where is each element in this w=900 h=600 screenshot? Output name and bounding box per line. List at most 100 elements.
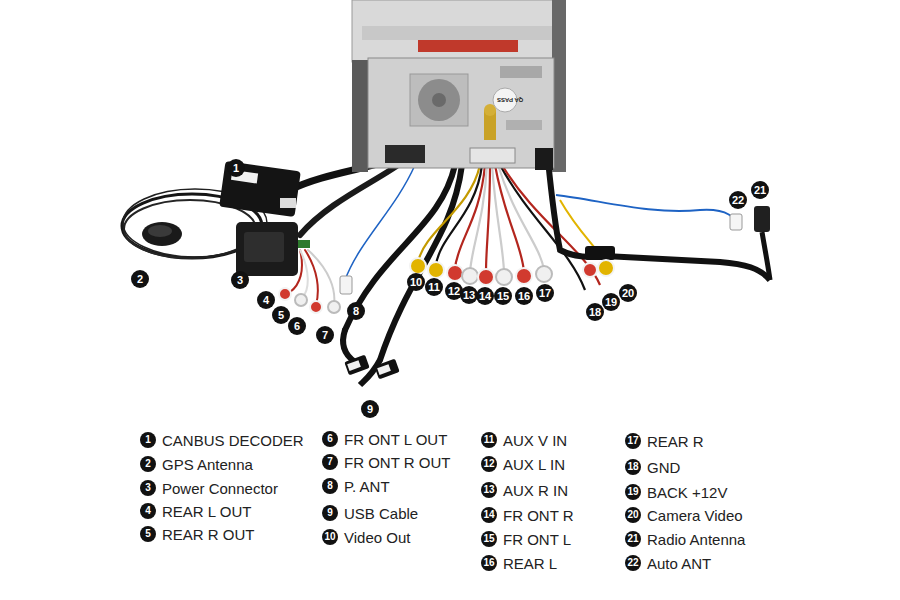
head-unit [352, 60, 368, 172]
part-name: Power Connector [162, 481, 278, 496]
callout-number: 17 [539, 288, 551, 299]
callout-number: 19 [605, 297, 617, 308]
part-name: Auto ANT [647, 556, 711, 571]
callout-number: 8 [322, 478, 338, 494]
callout-number: 12 [481, 456, 497, 472]
part-name: CANBUS DECODER [162, 433, 304, 448]
part-name: REAR R OUT [162, 527, 255, 542]
part-name: REAR L OUT [162, 504, 251, 519]
callout-circle [131, 270, 149, 288]
callout-circle [227, 159, 245, 177]
rca-plug [496, 269, 512, 285]
callout-circle [316, 326, 334, 344]
callout-number: 21 [751, 181, 769, 199]
callout-circle [515, 287, 533, 305]
callout-number: 21 [754, 185, 766, 196]
head-unit [418, 40, 518, 52]
callout-number: 19 [625, 484, 641, 500]
callout-number: 13 [463, 290, 475, 301]
usb-plug [377, 364, 391, 375]
rca-plug [428, 262, 444, 278]
callout-circle [322, 478, 338, 494]
usb-plug [344, 355, 399, 385]
harness-wire [300, 250, 308, 298]
callout-circle [625, 507, 641, 523]
callout-number: 10 [322, 529, 338, 545]
rca-plug [516, 268, 532, 284]
sticker-text: QA PASS [497, 97, 523, 103]
part-name: GND [647, 460, 680, 475]
harness-wire [418, 165, 480, 262]
callout-circle [361, 400, 379, 418]
antenna-adapter [730, 214, 742, 230]
harness-wire [486, 165, 490, 272]
rca-plug [310, 301, 322, 313]
callout-number: 7 [322, 330, 328, 341]
harness-wire [418, 165, 600, 290]
callout-number: 8 [347, 302, 365, 320]
callout-circle [751, 181, 769, 199]
harness-wire [308, 250, 334, 305]
callout-number: 22 [627, 558, 638, 568]
callout-number: 13 [481, 482, 497, 498]
part-name: FR ONT L OUT [344, 432, 447, 447]
callout-number: 3 [231, 271, 249, 289]
antenna-adapter [762, 232, 770, 280]
callout-circle [586, 303, 604, 321]
gps-antenna [142, 222, 182, 246]
part-name: Video Out [344, 530, 410, 545]
callout-number: 6 [294, 321, 300, 332]
callout-number: 20 [627, 510, 638, 520]
callout-number: 8 [327, 481, 333, 491]
callout-circle [140, 432, 156, 448]
harness-wire [343, 330, 355, 362]
callout-number: 22 [625, 555, 641, 571]
head-unit [352, 0, 566, 172]
callout-number: 1 [233, 163, 239, 174]
callout-number: 17 [627, 436, 638, 446]
callout-circle [231, 271, 249, 289]
callout-number: 15 [494, 287, 512, 305]
callout-circle [481, 432, 497, 448]
part-name: Camera Video [647, 508, 743, 523]
callout-number: 14 [476, 287, 494, 305]
callout-circle [494, 287, 512, 305]
callout-number: 22 [732, 195, 744, 206]
callout-number: 6 [288, 317, 306, 335]
callout-circle [625, 459, 641, 475]
callout-number: 2 [140, 456, 156, 472]
p-ant-plug [340, 276, 352, 294]
callout-circle [140, 526, 156, 542]
gps-antenna [148, 225, 172, 237]
callout-number: 3 [145, 483, 151, 493]
part-name: REAR R [647, 434, 704, 449]
camera-cable [556, 195, 735, 222]
head-unit [500, 66, 542, 78]
callout-circle [481, 531, 497, 547]
callout-number: 9 [327, 508, 333, 518]
camera-connector [598, 260, 614, 276]
harness-wire [498, 165, 544, 270]
harness-wire [345, 165, 415, 280]
callout-number: 11 [428, 282, 440, 293]
callout-number: 8 [353, 306, 359, 317]
callout-number: 16 [518, 291, 530, 302]
callout-number: 19 [627, 487, 638, 497]
head-unit [535, 148, 553, 170]
callout-circle [407, 273, 425, 291]
callout-circle [322, 529, 338, 545]
callout-number: 16 [481, 555, 497, 571]
callout-number: 6 [322, 431, 338, 447]
callout-number: 2 [145, 459, 151, 469]
callout-circle [625, 531, 641, 547]
callout-number: 4 [263, 295, 269, 306]
head-unit [385, 145, 425, 163]
head-unit [368, 58, 554, 168]
callout-number: 3 [140, 480, 156, 496]
callout-number: 18 [625, 459, 641, 475]
head-unit [506, 120, 542, 130]
head-unit [352, 0, 564, 62]
callout-circle [322, 431, 338, 447]
callout-number: 4 [140, 503, 156, 519]
